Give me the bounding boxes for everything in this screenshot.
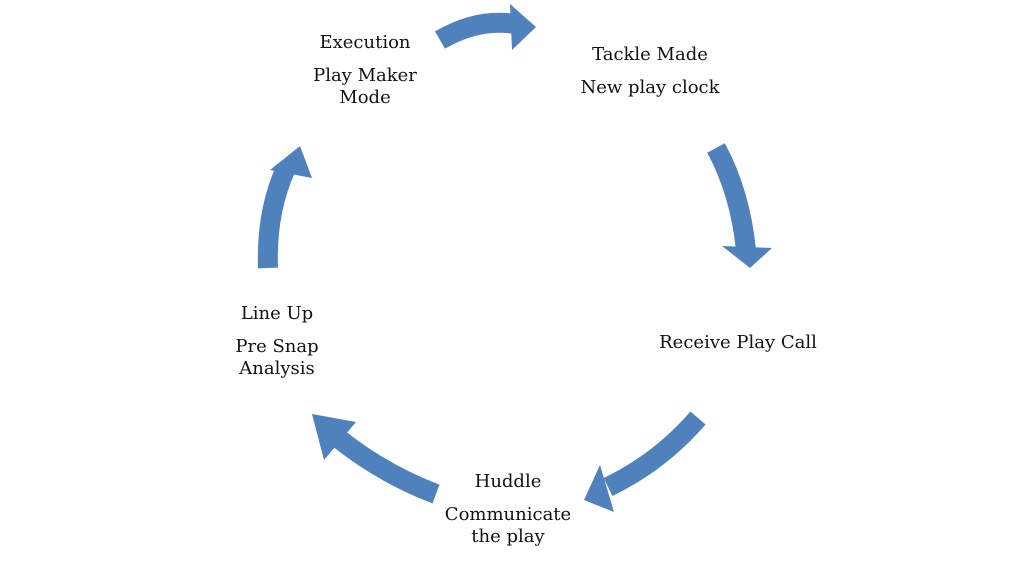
stage-huddle: Huddle Communicate the play — [445, 471, 571, 548]
stage-line: Play Maker — [313, 65, 417, 86]
stage-line-up: Line Up Pre Snap Analysis — [235, 303, 318, 380]
stage-line: Mode — [339, 87, 391, 108]
stage-line: Analysis — [239, 358, 315, 379]
stage-line: Pre Snap — [235, 336, 319, 357]
stage-receive-play-call: Receive Play Call — [659, 332, 817, 354]
arrow-tackle-to-playcall — [707, 143, 772, 268]
arrow-execution-to-tackle — [434, 4, 536, 50]
stage-title: Receive Play Call — [659, 332, 817, 353]
stage-line: New play clock — [580, 77, 720, 98]
arrow-huddle-to-lineup — [312, 414, 440, 504]
stage-tackle-made: Tackle Made New play clock — [580, 44, 719, 99]
stage-execution: Execution Play Maker Mode — [313, 32, 417, 109]
arrow-playcall-to-huddle — [584, 411, 706, 512]
stage-line: Communicate — [444, 504, 572, 525]
stage-title: Execution — [319, 32, 411, 53]
stage-title: Huddle — [474, 471, 542, 492]
stage-line: the play — [471, 526, 545, 547]
arrow-lineup-to-execution — [257, 146, 312, 269]
stage-title: Line Up — [240, 303, 314, 324]
stage-title: Tackle Made — [592, 44, 708, 65]
